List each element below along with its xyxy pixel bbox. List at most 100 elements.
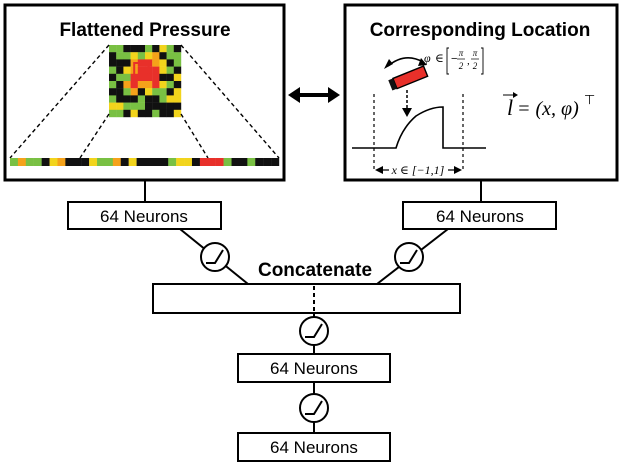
heatmap-cell bbox=[116, 81, 124, 89]
heatmap-cell bbox=[159, 88, 167, 96]
heatmap-cell bbox=[173, 109, 182, 118]
heatmap-cell bbox=[130, 88, 138, 96]
heatmap-cell bbox=[159, 109, 167, 118]
heatmap-cell bbox=[166, 45, 174, 53]
strip-cell bbox=[152, 158, 161, 166]
heatmap-cell bbox=[145, 81, 153, 89]
strip-cell bbox=[128, 158, 137, 166]
heatmap-cell bbox=[130, 95, 138, 103]
dense-layer-2-label: 64 Neurons bbox=[270, 438, 358, 457]
strip-cell bbox=[33, 158, 42, 166]
dense-layer-2: 64 Neurons bbox=[237, 432, 391, 462]
heatmap-cell bbox=[109, 66, 117, 74]
pressure-panel: Flattened Pressure bbox=[3, 3, 286, 182]
heatmap-cell bbox=[166, 59, 174, 67]
strip-cell bbox=[231, 158, 240, 166]
heatmap-cell bbox=[166, 88, 174, 96]
phi-lo-num: π bbox=[459, 48, 464, 58]
heatmap-cell bbox=[123, 109, 131, 118]
heatmap-cell bbox=[116, 88, 124, 96]
heatmap-cell bbox=[116, 95, 124, 103]
phi-in: ∈ bbox=[435, 51, 444, 65]
heatmap-cell bbox=[159, 81, 167, 89]
pressure-panel-title: Flattened Pressure bbox=[59, 20, 230, 41]
strip-cell bbox=[239, 158, 248, 166]
heatmap-cell bbox=[137, 52, 146, 60]
left-dense-layer: 64 Neurons bbox=[67, 201, 222, 230]
strip-cell bbox=[168, 158, 177, 166]
svg-text:−: − bbox=[451, 53, 457, 65]
right-dense-label: 64 Neurons bbox=[436, 207, 524, 226]
heatmap-cell bbox=[123, 52, 131, 60]
strip-cell bbox=[207, 158, 216, 166]
svg-text:,: , bbox=[467, 55, 470, 67]
heatmap-cell bbox=[159, 52, 167, 60]
heatmap-cell bbox=[109, 109, 117, 118]
heatmap-cell bbox=[166, 95, 174, 103]
heatmap-cell bbox=[130, 52, 138, 60]
heatmap-cell bbox=[116, 45, 124, 53]
activation-icon bbox=[299, 316, 329, 346]
heatmap-cell bbox=[152, 81, 160, 89]
heatmap-cell bbox=[116, 66, 124, 74]
heatmap-cell bbox=[152, 45, 160, 53]
sensor-bar-icon bbox=[388, 65, 429, 91]
heatmap-cell bbox=[130, 109, 138, 118]
vector-rhs: = (x, φ) bbox=[517, 98, 579, 120]
heatmap-cell bbox=[116, 109, 124, 118]
heatmap-cell bbox=[152, 52, 160, 60]
phi-hi-num: π bbox=[473, 48, 478, 58]
concatenated-layer bbox=[152, 283, 461, 314]
heatmap-cell bbox=[145, 88, 153, 96]
heatmap-cell bbox=[137, 81, 146, 89]
heatmap-cell bbox=[145, 109, 153, 118]
heatmap-cell bbox=[159, 95, 167, 103]
strip-cell bbox=[215, 158, 224, 166]
heatmap-cell bbox=[123, 59, 131, 67]
heatmap-cell bbox=[166, 52, 174, 60]
heatmap-cell bbox=[173, 73, 182, 82]
double-arrow-icon bbox=[288, 87, 340, 103]
heatmap-cell bbox=[123, 45, 131, 53]
heatmap-cell bbox=[109, 45, 117, 53]
strip-cell bbox=[176, 158, 185, 166]
heatmap-cell bbox=[166, 81, 174, 89]
rotation-arrow-icon bbox=[384, 57, 427, 69]
heatmap-cell bbox=[173, 52, 182, 60]
heatmap-cell bbox=[173, 102, 182, 110]
heatmap-cell bbox=[109, 81, 117, 89]
heatmap-highlight bbox=[133, 62, 150, 79]
dense-layer-1-label: 64 Neurons bbox=[270, 359, 358, 378]
heatmap-cell bbox=[123, 102, 131, 110]
heatmap-cell bbox=[130, 45, 138, 53]
heatmap-cell bbox=[137, 88, 146, 96]
strip-cell bbox=[104, 158, 114, 166]
strip-cell bbox=[49, 158, 58, 166]
strip-cell bbox=[89, 158, 98, 166]
heatmap-cell bbox=[152, 59, 160, 67]
heatmap-cell bbox=[137, 66, 146, 74]
strip-cell bbox=[10, 158, 19, 166]
heatmap-cell bbox=[159, 102, 167, 110]
heatmap-cell bbox=[109, 73, 117, 82]
heatmap-cell bbox=[137, 109, 146, 118]
heatmap-cell bbox=[145, 45, 153, 53]
location-panel-title: Corresponding Location bbox=[370, 20, 591, 41]
vector-lhs: l bbox=[507, 95, 513, 120]
heatmap-cell bbox=[152, 102, 160, 110]
heatmap-cell bbox=[109, 95, 117, 103]
heatmap-cell bbox=[109, 88, 117, 96]
heatmap-cell bbox=[145, 52, 153, 60]
heatmap-cell bbox=[166, 66, 174, 74]
heatmap-cell bbox=[123, 95, 131, 103]
projection-lines bbox=[9, 44, 280, 159]
strip-cell bbox=[81, 158, 90, 166]
heatmap-cell bbox=[159, 59, 167, 67]
heatmap-cell bbox=[159, 66, 167, 74]
heatmap-cell bbox=[145, 95, 153, 103]
strip-cell bbox=[271, 158, 280, 166]
location-panel: Corresponding Location φ ∈ − π 2 , π 2 bbox=[343, 3, 619, 182]
strip-cell bbox=[223, 158, 232, 166]
heatmap-cell bbox=[116, 52, 124, 60]
object-profile bbox=[352, 94, 486, 170]
